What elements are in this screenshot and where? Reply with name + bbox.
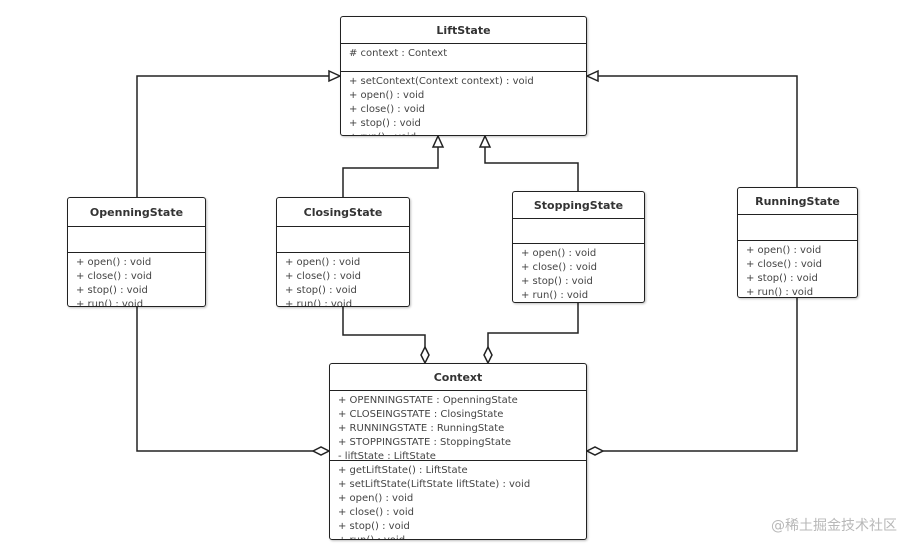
hollow-diamond-icon [311, 446, 331, 456]
method: + stop() : void [338, 521, 410, 532]
agg-closing-context [342, 307, 426, 347]
class-name: OpenningState [68, 198, 205, 227]
hollow-triangle-icon [478, 134, 492, 148]
hollow-diamond-icon [585, 446, 605, 456]
class-stoppingstate[interactable]: StoppingState + open() : void + close() : … [512, 191, 645, 303]
method: + stop() : void [746, 273, 818, 284]
class-name: LiftState [341, 17, 586, 44]
attribute: - liftState : LiftState [338, 451, 436, 462]
agg-openning-context [136, 307, 313, 452]
methods-section: + getLiftState() : LiftState + setLiftSta… [330, 461, 586, 539]
method: + open() : void [338, 493, 414, 504]
method: + close() : void [349, 104, 426, 115]
method: + close() : void [285, 271, 362, 282]
hollow-diamond-icon [420, 345, 430, 365]
class-closingstate[interactable]: ClosingState + open() : void + close() : v… [276, 197, 410, 307]
hollow-diamond-icon [483, 345, 493, 365]
attributes-section [68, 227, 205, 253]
attribute: + STOPPINGSTATE : StoppingState [338, 437, 512, 448]
method: + close() : void [76, 271, 153, 282]
attributes-section [738, 215, 857, 241]
hollow-triangle-icon [431, 134, 445, 148]
method: + run() : void [349, 131, 586, 135]
attributes-section: # context : Context [341, 44, 586, 72]
attribute: + CLOSEINGSTATE : ClosingState [338, 409, 504, 420]
attribute: # context : Context [349, 48, 448, 59]
method: + close() : void [746, 259, 823, 270]
method: + setLiftState(LiftState liftState) : vo… [338, 479, 531, 490]
class-openningstate[interactable]: OpenningState + open() : void + close() : … [67, 197, 206, 307]
methods-section: + open() : void + close() : void + stop() … [68, 253, 205, 307]
method: + stop() : void [521, 276, 593, 287]
method: + open() : void [349, 90, 425, 101]
method: + stop() : void [285, 285, 357, 296]
method: + run() : void [746, 287, 814, 298]
method: + open() : void [76, 257, 152, 268]
class-name: ClosingState [277, 198, 409, 227]
attributes-section [513, 219, 644, 244]
method: + stop() : void [76, 285, 148, 296]
class-name: Context [330, 364, 586, 391]
gen-running-liftstate [598, 75, 798, 187]
attribute: + RUNNINGSTATE : RunningState [338, 423, 505, 434]
methods-section: + open() : void + close() : void + stop() … [738, 241, 857, 298]
agg-running-context [603, 298, 798, 452]
attributes-section [277, 227, 409, 253]
class-context[interactable]: Context+ OPENNINGSTATE : OpenningState+ … [329, 363, 587, 540]
class-name: StoppingState [513, 192, 644, 219]
method: + getLiftState() : LiftState [338, 465, 468, 476]
methods-section: + open() : void + close() : void + stop() … [277, 253, 409, 307]
methods-section: + setContext(Context context) : void + op… [341, 72, 586, 135]
method: + stop() : void [349, 118, 421, 129]
method: + run() : void [76, 299, 144, 307]
gen-openning-liftstate [136, 75, 329, 197]
hollow-triangle-icon [328, 69, 342, 83]
method: + close() : void [521, 262, 598, 273]
watermark: @稀土掘金技术社区 [771, 518, 897, 534]
attribute: + OPENNINGSTATE : OpenningState [338, 395, 518, 406]
method: + run() : void [338, 534, 586, 539]
hollow-triangle-icon [585, 69, 599, 83]
attributes-section: + OPENNINGSTATE : OpenningState + CLOSEIN… [330, 391, 586, 462]
method: + run() : void [521, 290, 589, 301]
method: + close() : void [338, 507, 415, 518]
agg-stopping-context [487, 303, 579, 347]
method: + run() : void [285, 299, 353, 307]
class-name: RunningState [738, 188, 857, 215]
gen-closing-liftstate [342, 147, 439, 197]
method: + open() : void [746, 245, 822, 256]
gen-stopping-liftstate [484, 147, 579, 191]
method: + open() : void [285, 257, 361, 268]
class-liftstate[interactable]: LiftState # context : Context + setContext… [340, 16, 587, 136]
method: + setContext(Context context) : void [349, 76, 534, 87]
methods-section: + open() : void + close() : void + stop() … [513, 244, 644, 302]
method: + open() : void [521, 248, 597, 259]
class-runningstate[interactable]: RunningState + open() : void + close() : v… [737, 187, 858, 298]
